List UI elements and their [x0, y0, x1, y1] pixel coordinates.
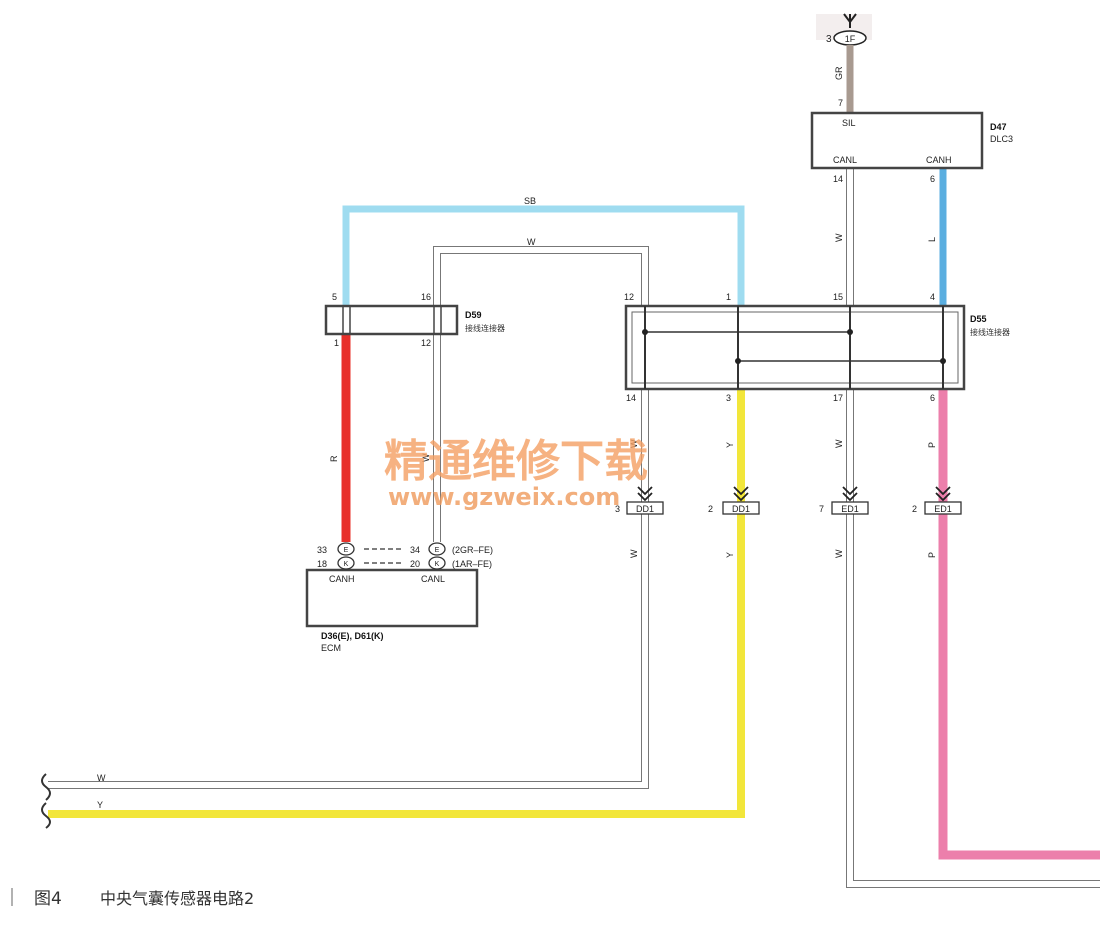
pin-number: 12 [421, 338, 431, 348]
wire-w-ed1 [846, 389, 1100, 888]
d55-id: D55 [970, 314, 987, 324]
terminal-ed1-w: ED1 7 [819, 486, 869, 515]
wire-color-label: L [927, 237, 937, 242]
pin-number: 6 [930, 393, 935, 403]
pin-number: 1 [726, 292, 731, 302]
wire-y-dd1 [48, 389, 745, 818]
wire-color-label: Y [725, 552, 735, 558]
ecm-badge: K [435, 561, 440, 568]
ecm-pin-right: 34 [410, 545, 420, 555]
connector-d55: D55 接线连接器 [624, 304, 1010, 391]
wire-w-dd1 [48, 389, 649, 789]
wire-color-label: Y [725, 442, 735, 448]
ecm-name: ECM [321, 643, 341, 653]
pin-number: 12 [624, 292, 634, 302]
figure-caption: 图4 中央气囊传感器电路2 [11, 888, 254, 909]
ecm-engine-model: (1AR–FE) [452, 559, 492, 569]
d47-pin-canl-label: CANL [833, 155, 857, 165]
connector-d59: D59 接线连接器 [324, 304, 505, 336]
caption-prefix: 图4 [34, 889, 62, 909]
wire-color-label: W [629, 549, 639, 558]
ecm-pin-row-k: 18 K 20 K (1AR–FE) [317, 556, 492, 570]
ecm-pin-canl-label: CANL [421, 574, 445, 584]
wire-color-labels: GR SB W W L R W W Y W P W Y W P W Y [97, 66, 937, 810]
wire-color-label: W [629, 439, 639, 448]
d47-pin-sil-label: SIL [842, 118, 856, 128]
wire-color-label: P [927, 552, 937, 558]
wire-color-label: W [834, 549, 844, 558]
terminal-label: DD1 [636, 504, 654, 514]
d59-name: 接线连接器 [465, 323, 505, 333]
caption-text: 中央气囊传感器电路2 [100, 889, 254, 908]
pin-numbers: 7 14 6 5 16 1 12 12 1 15 4 14 3 17 6 [332, 98, 935, 403]
terminal-pin: 7 [819, 504, 824, 514]
pin-number: 1 [334, 338, 339, 348]
junction-1f-pin: 3 [826, 34, 832, 45]
wire-color-label: W [527, 237, 536, 247]
ecm-pin-canh-label: CANH [329, 574, 355, 584]
wire-color-label: R [329, 455, 339, 462]
terminal-ed1-p: ED1 2 [912, 486, 962, 515]
terminal-pin: 3 [615, 504, 620, 514]
terminal-label: ED1 [841, 504, 859, 514]
connector-d47: SIL CANL CANH D47 DLC3 [810, 111, 1013, 170]
pin-number: 14 [833, 174, 843, 184]
ecm-pin-left: 18 [317, 559, 327, 569]
d59-id: D59 [465, 310, 482, 320]
junction-1f-label: 1F [845, 34, 856, 44]
terminal-label: ED1 [934, 504, 952, 514]
pin-number: 4 [930, 292, 935, 302]
wire-color-label: W [421, 453, 431, 462]
wire-color-label: P [927, 442, 937, 448]
wire-color-label: SB [524, 196, 536, 206]
wire-p-ed1 [938, 389, 1100, 860]
ecm-badge: E [344, 547, 349, 554]
d47-pin-canh-label: CANH [926, 155, 952, 165]
pin-number: 6 [930, 174, 935, 184]
d47-name: DLC3 [990, 134, 1013, 144]
ecm-box: CANH CANL D36(E), D61(K) ECM [305, 568, 479, 653]
watermark: 精通维修下载 www.gzweix.com [384, 436, 648, 511]
pin-number: 5 [332, 292, 337, 302]
ecm-pin-right: 20 [410, 559, 420, 569]
watermark-title: 精通维修下载 [384, 436, 648, 487]
ecm-engine-model: (2GR–FE) [452, 545, 493, 555]
ecm-pin-left: 33 [317, 545, 327, 555]
wire-color-label: W [97, 773, 106, 783]
watermark-url: www.gzweix.com [388, 483, 620, 511]
terminal-pin: 2 [912, 504, 917, 514]
ecm-pin-row-e: 33 E 34 E (2GR–FE) [317, 542, 493, 556]
terminal-pin: 2 [708, 504, 713, 514]
pin-number: 16 [421, 292, 431, 302]
pin-number: 14 [626, 393, 636, 403]
pin-number: 3 [726, 393, 731, 403]
terminal-dd1-y: DD1 2 [708, 486, 760, 515]
ecm-id: D36(E), D61(K) [321, 631, 384, 641]
wire-color-label: GR [834, 66, 844, 80]
ecm-badge: K [344, 561, 349, 568]
wire-color-label: W [834, 233, 844, 242]
wire-sb [342, 205, 745, 306]
terminal-dd1-w: DD1 3 [615, 486, 664, 515]
d55-name: 接线连接器 [970, 327, 1010, 337]
ecm-badge: E [435, 547, 440, 554]
wire-w-top [433, 246, 649, 306]
pin-number: 17 [833, 393, 843, 403]
pin-number: 15 [833, 292, 843, 302]
wire-color-label: Y [97, 800, 103, 810]
junction-1f: 1F 3 [816, 13, 872, 46]
wire-color-label: W [834, 439, 844, 448]
d47-id: D47 [990, 122, 1007, 132]
terminal-label: DD1 [732, 504, 750, 514]
break-symbol-left [41, 773, 51, 829]
pin-number: 7 [838, 98, 843, 108]
